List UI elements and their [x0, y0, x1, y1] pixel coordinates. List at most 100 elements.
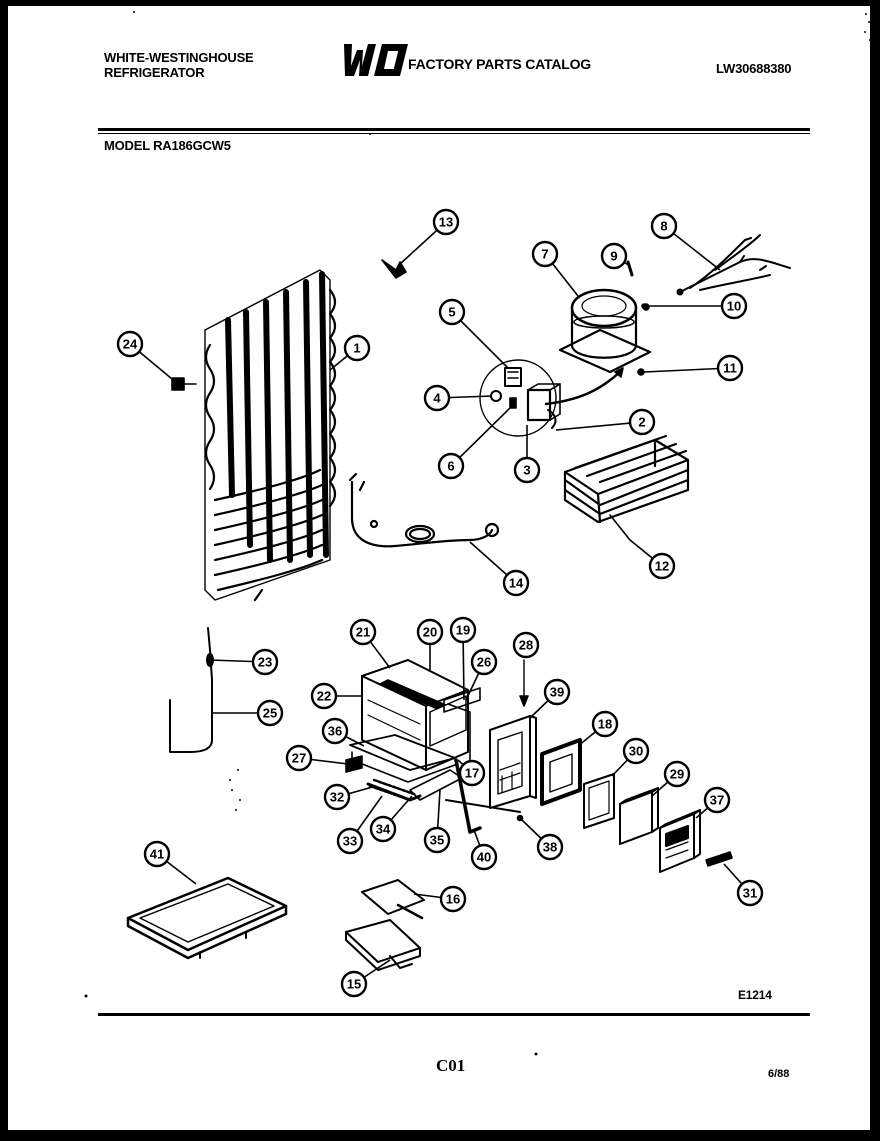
callout-circle-24	[116, 330, 144, 358]
brand-line-1: WHITE-WESTINGHOUSE	[104, 50, 254, 65]
frame-part-18	[540, 738, 582, 806]
callout-circle-18	[591, 710, 619, 738]
figure-code: E1214	[738, 988, 772, 1002]
callout-number-2: 2	[638, 415, 645, 430]
callout-circle-11	[716, 354, 744, 382]
callout-circle-20	[416, 618, 444, 646]
callout-circle-10	[720, 292, 748, 320]
callout-number-35: 35	[430, 833, 444, 848]
callout-number-11: 11	[723, 361, 737, 376]
callout-number-9: 9	[610, 249, 617, 264]
callout-number-36: 36	[328, 724, 342, 739]
cover-part-29	[619, 787, 659, 845]
callout-circle-33	[336, 827, 364, 855]
callout-circle-25	[256, 699, 284, 727]
callout-number-24: 24	[123, 337, 138, 352]
strip-part-31	[705, 851, 733, 867]
tray-part-41	[126, 876, 288, 960]
callout-number-25: 25	[263, 706, 277, 721]
callout-number-1: 1	[353, 341, 360, 356]
callout-number-31: 31	[743, 886, 757, 901]
screw-part-38	[516, 814, 524, 822]
bracket-part-24	[171, 377, 197, 391]
callout-number-22: 22	[317, 689, 331, 704]
callout-number-12: 12	[655, 559, 669, 574]
scan-speckle	[863, 10, 873, 54]
callout-circle-21	[349, 618, 377, 646]
scan-speckle-marks	[84, 11, 538, 1056]
callout-circle-14	[502, 569, 530, 597]
callout-number-13: 13	[439, 215, 453, 230]
wiring-harness-part-8	[676, 234, 791, 296]
callout-number-40: 40	[477, 850, 491, 865]
callout-circle-12	[648, 552, 676, 580]
callout-circle-29	[663, 760, 691, 788]
callout-number-3: 3	[523, 463, 530, 478]
callout-number-14: 14	[509, 576, 524, 591]
callout-circle-36	[321, 717, 349, 745]
callout-circle-6	[437, 452, 465, 480]
callout-number-15: 15	[347, 977, 361, 992]
callout-number-10: 10	[727, 299, 741, 314]
callout-number-6: 6	[447, 459, 454, 474]
callout-number-28: 28	[519, 638, 533, 653]
callout-number-41: 41	[150, 847, 164, 862]
callout-circle-4	[423, 384, 451, 412]
page-code: C01	[436, 1056, 466, 1075]
callout-number-16: 16	[446, 892, 460, 907]
callout-number-33: 33	[343, 834, 357, 849]
callout-circle-15	[340, 970, 368, 998]
callout-circle-28	[512, 631, 540, 659]
callout-circle-31	[736, 879, 764, 907]
compressor-part-7	[558, 288, 652, 374]
model-label: MODEL RA186GCW5	[104, 138, 231, 153]
callout-number-4: 4	[433, 391, 441, 406]
callout-circle-3	[513, 456, 541, 484]
pin-part-9	[626, 260, 634, 277]
brand-line-2: REFRIGERATOR	[104, 65, 205, 80]
callout-leader-11	[643, 367, 731, 373]
gasket-part-30	[583, 773, 615, 829]
relay-assembly-part-2-6	[479, 359, 624, 437]
callout-number-17: 17	[465, 766, 479, 781]
callout-circle-22	[310, 682, 338, 710]
callout-number-20: 20	[423, 625, 437, 640]
callout-number-37: 37	[710, 793, 724, 808]
callout-circle-39	[543, 678, 571, 706]
callout-circle-27	[285, 744, 313, 772]
callout-circle-32	[323, 783, 351, 811]
callout-number-18: 18	[598, 717, 612, 732]
callout-circle-1	[343, 334, 371, 362]
wci-logo	[344, 44, 408, 76]
callout-circle-9	[600, 242, 628, 270]
callout-leader-2	[555, 421, 643, 431]
callout-circle-13	[432, 208, 460, 236]
callout-number-5: 5	[448, 305, 455, 320]
drain-tube-part-14	[348, 472, 500, 548]
callout-number-38: 38	[543, 840, 557, 855]
panel-part-39	[489, 715, 537, 809]
callout-circle-8	[650, 212, 678, 240]
callout-circle-7	[531, 240, 559, 268]
callout-circle-23	[251, 648, 279, 676]
callout-number-26: 26	[477, 655, 491, 670]
clip-part-13	[381, 259, 407, 279]
cover-plate-part-16	[361, 879, 425, 920]
footer-rule	[98, 1013, 810, 1016]
condenser-coil-part	[204, 269, 337, 602]
callout-circle-5	[438, 298, 466, 326]
callout-circle-2	[628, 408, 656, 436]
callout-circle-19	[449, 616, 477, 644]
callout-number-21: 21	[356, 625, 370, 640]
callout-number-29: 29	[670, 767, 684, 782]
control-box-part-37	[659, 809, 701, 873]
plug-part-11	[637, 368, 645, 376]
callout-number-8: 8	[660, 219, 667, 234]
callout-number-7: 7	[541, 247, 548, 262]
callout-circle-30	[622, 737, 650, 765]
arrow-part-28	[519, 659, 529, 707]
evaporator-housing-assembly	[345, 659, 521, 834]
callout-leader-6	[450, 405, 513, 467]
header-rule-bottom	[98, 133, 810, 134]
callout-number-39: 39	[550, 685, 564, 700]
